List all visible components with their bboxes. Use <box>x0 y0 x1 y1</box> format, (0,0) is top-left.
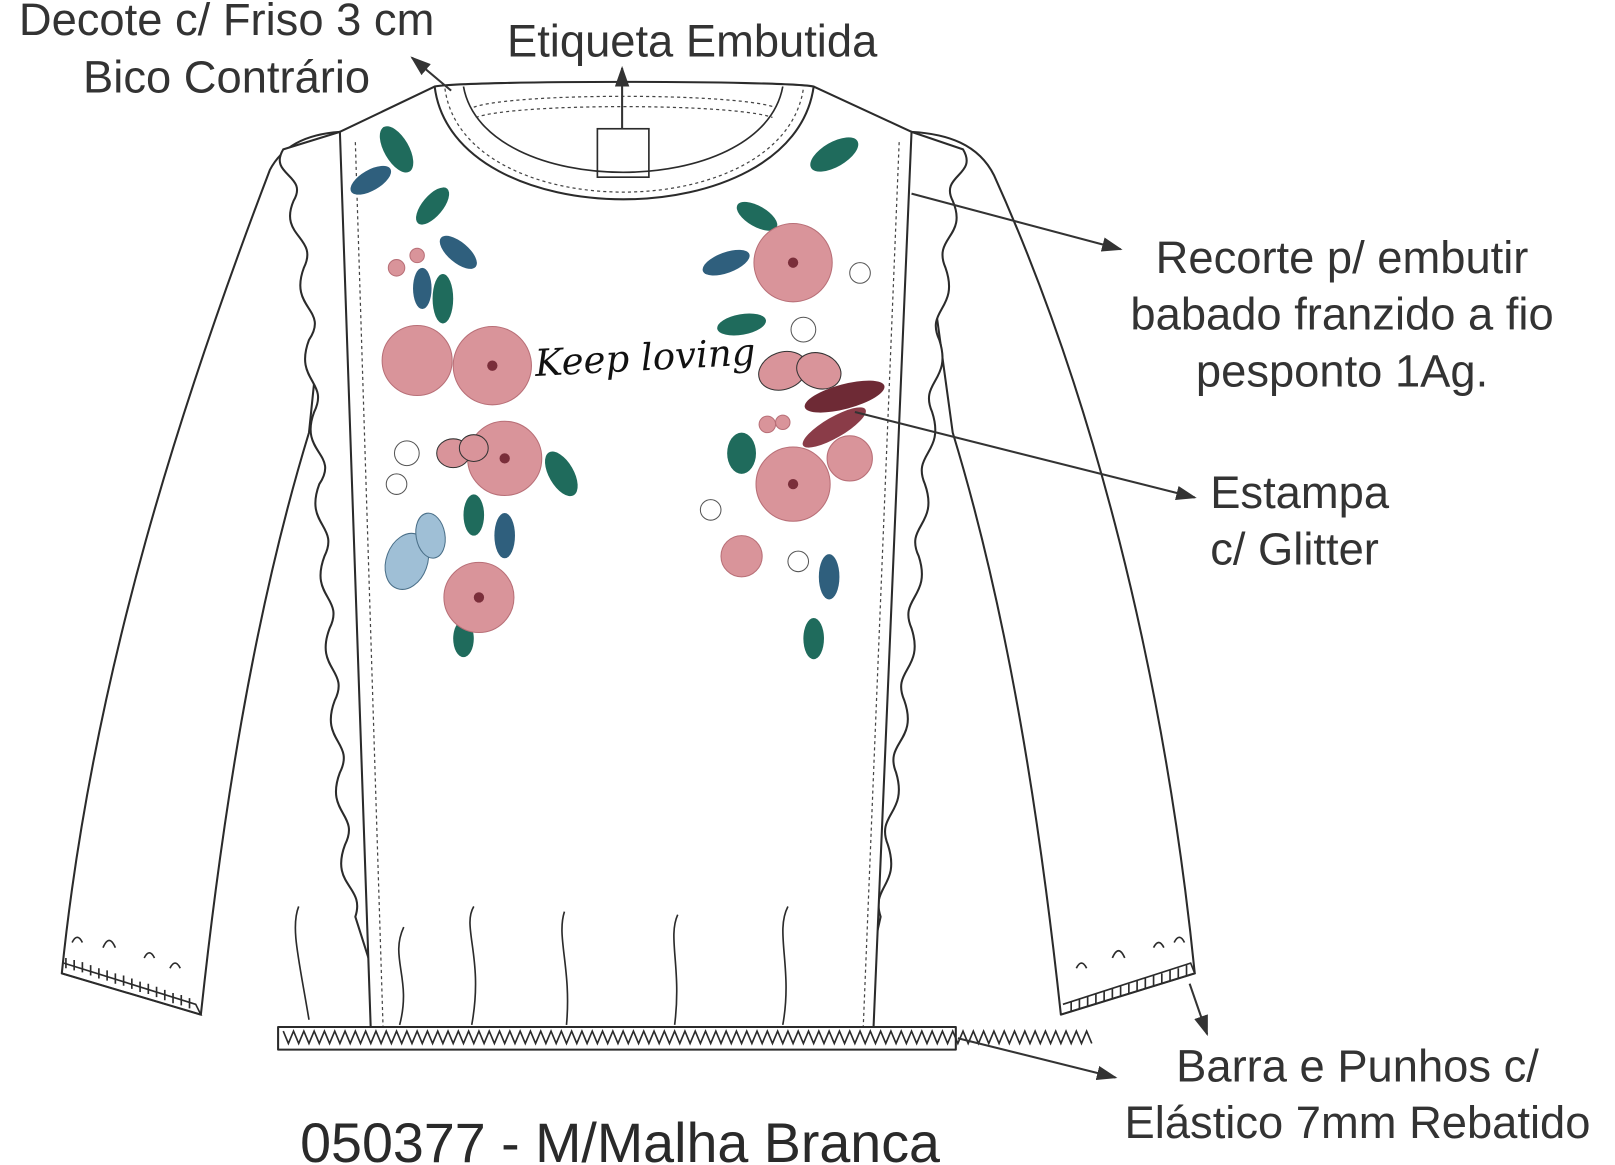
label-print-1: Estampa <box>1210 467 1390 518</box>
callout-arrows <box>410 56 1209 1080</box>
arrow-print <box>854 411 1197 500</box>
drawing-title: 050377 - M/Malha Branca <box>300 1112 940 1165</box>
hem-band <box>277 1025 1093 1051</box>
label-tag-text: Etiqueta Embutida <box>507 16 878 67</box>
right-cuff-elastic <box>1060 936 1196 1016</box>
hem-gathers <box>294 906 789 1026</box>
label-neckline-2: Bico Contrário <box>83 52 370 103</box>
label-hem-1: Barra e Punhos c/ <box>1176 1041 1539 1092</box>
label-ruffle-2: babado franzido a fio <box>1130 289 1553 340</box>
butterfly-icon <box>436 350 842 469</box>
arrow-cuff <box>1188 983 1209 1037</box>
label-ruffle-3: pesponto 1Ag. <box>1196 345 1488 396</box>
right-sleeve <box>910 130 1196 1016</box>
arrow-hem <box>957 1037 1118 1080</box>
arrow-neckline <box>410 56 452 92</box>
left-cuff-elastic <box>61 936 203 1016</box>
label-neckline-1: Decote c/ Friso 3 cm <box>19 0 434 45</box>
left-sleeve <box>60 130 341 1016</box>
arrow-ruffle <box>911 192 1123 252</box>
blue-butterfly-icon <box>384 512 446 590</box>
label-hem-2: Elástico 7mm Rebatido <box>1125 1097 1591 1148</box>
label-ruffle-1: Recorte p/ embutir <box>1156 232 1529 283</box>
neckline <box>433 80 815 201</box>
callout-labels: Decote c/ Friso 3 cm Bico Contrário Etiq… <box>19 0 1591 1165</box>
label-print-2: c/ Glitter <box>1210 523 1379 574</box>
